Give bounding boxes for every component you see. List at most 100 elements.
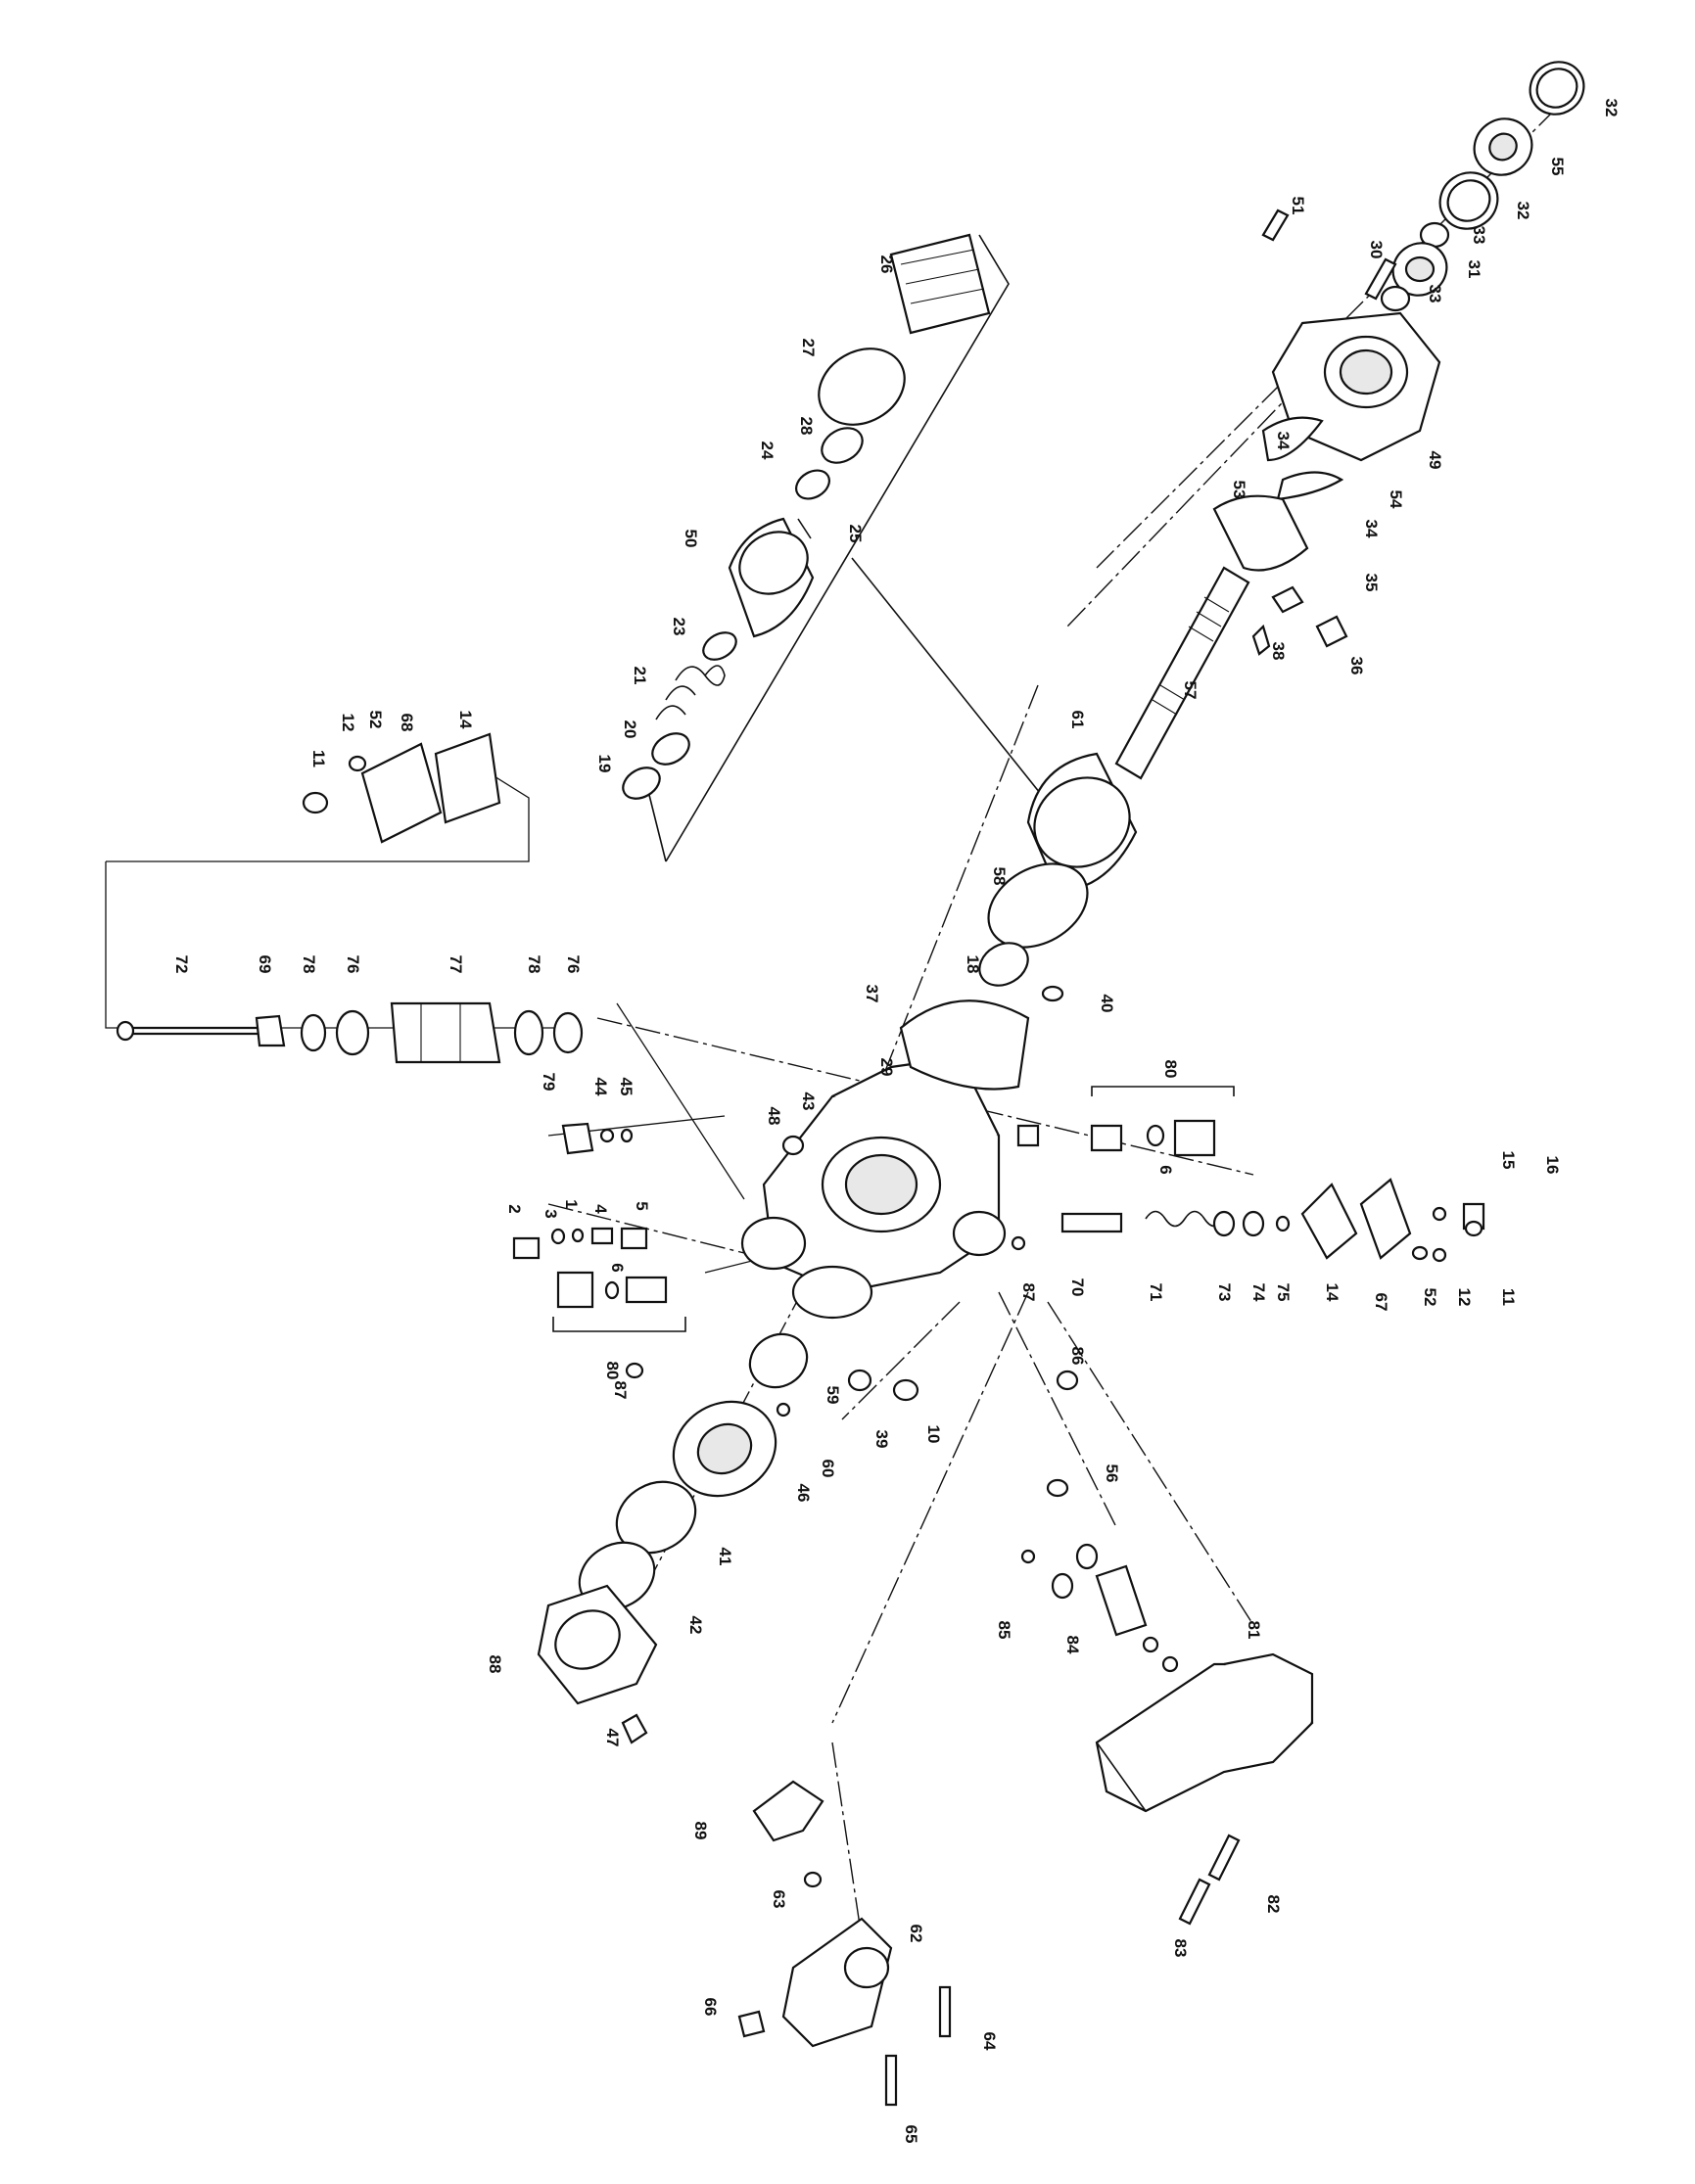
callout-24: 24 [758, 441, 777, 460]
callout-12: 12 [339, 714, 357, 732]
callout-4: 4 [591, 1204, 610, 1214]
callout-84: 84 [1063, 1636, 1082, 1654]
callout-10: 10 [924, 1425, 943, 1444]
callout-40: 40 [1098, 995, 1116, 1013]
callout-77: 77 [447, 955, 465, 974]
callout-15: 15 [1499, 1151, 1518, 1170]
callout-labels: 3255323331333051495434345335363857612627… [172, 99, 1621, 2144]
callout-11: 11 [309, 750, 328, 767]
callout-37: 37 [863, 985, 881, 1003]
callout-78: 78 [300, 955, 318, 974]
callout-58: 58 [990, 867, 1009, 886]
callout-43: 43 [799, 1092, 818, 1111]
callout-6: 6 [1156, 1165, 1175, 1174]
callout-52: 52 [366, 711, 385, 729]
control-valve-group [1020, 1478, 1314, 1926]
callout-80: 80 [603, 1362, 622, 1380]
callout-66: 66 [701, 1998, 720, 2017]
rotating-group-boundary [645, 234, 1049, 862]
callout-50: 50 [682, 530, 700, 548]
callout-46: 46 [794, 1484, 813, 1503]
callout-86: 86 [1068, 1347, 1087, 1366]
callout-63: 63 [770, 1890, 788, 1909]
callout-75: 75 [1274, 1283, 1293, 1302]
callout-32: 32 [1602, 99, 1621, 117]
callout-80: 80 [1161, 1060, 1180, 1079]
callout-41: 41 [716, 1548, 734, 1566]
callout-49: 49 [1426, 451, 1444, 470]
callout-87: 87 [611, 1381, 630, 1400]
callout-62: 62 [907, 1925, 925, 1943]
callout-57: 57 [1181, 681, 1200, 700]
callout-33: 33 [1426, 285, 1444, 303]
callout-53: 53 [1230, 481, 1248, 499]
callout-56: 56 [1103, 1464, 1121, 1483]
callout-68: 68 [398, 714, 416, 732]
callout-6: 6 [608, 1263, 627, 1272]
callout-39: 39 [872, 1430, 891, 1449]
callout-36: 36 [1347, 657, 1366, 675]
callout-30: 30 [1367, 241, 1386, 259]
callout-47: 47 [603, 1729, 622, 1747]
callout-20: 20 [621, 720, 639, 739]
callout-28: 28 [797, 417, 816, 436]
main-housing [512, 999, 1485, 1744]
callout-33: 33 [1470, 226, 1488, 245]
callout-25: 25 [846, 525, 865, 543]
callout-12: 12 [1455, 1288, 1474, 1307]
shaft-bearing-group [1114, 61, 1585, 780]
callout-81: 81 [1245, 1621, 1263, 1640]
callout-54: 54 [1387, 490, 1405, 509]
callout-79: 79 [540, 1073, 558, 1092]
callout-82: 82 [1264, 1895, 1283, 1914]
callout-61: 61 [1068, 711, 1087, 729]
callout-55: 55 [1548, 158, 1567, 176]
callout-26: 26 [877, 256, 896, 274]
callout-27: 27 [799, 339, 818, 357]
callout-60: 60 [819, 1460, 837, 1478]
callout-87: 87 [1019, 1283, 1038, 1302]
callout-34: 34 [1362, 520, 1381, 538]
callout-70: 70 [1068, 1278, 1087, 1297]
callout-42: 42 [686, 1616, 705, 1635]
callout-52: 52 [1421, 1288, 1439, 1307]
lower-control-group [737, 1780, 952, 2107]
callout-5: 5 [633, 1201, 651, 1210]
callout-76: 76 [564, 955, 583, 974]
callout-69: 69 [256, 955, 274, 974]
callout-16: 16 [1543, 1156, 1562, 1175]
callout-3: 3 [541, 1209, 560, 1218]
callout-48: 48 [765, 1107, 783, 1126]
callout-2: 2 [505, 1204, 524, 1213]
callout-85: 85 [995, 1621, 1013, 1640]
callout-64: 64 [980, 2032, 999, 2051]
callout-88: 88 [486, 1655, 504, 1674]
callout-78: 78 [525, 955, 543, 974]
callout-21: 21 [631, 667, 649, 685]
callout-11: 11 [1499, 1288, 1518, 1306]
callout-76: 76 [344, 955, 362, 974]
callout-83: 83 [1171, 1939, 1190, 1958]
callout-32: 32 [1514, 202, 1532, 220]
callout-67: 67 [1372, 1293, 1390, 1312]
callout-14: 14 [1323, 1283, 1342, 1302]
callout-38: 38 [1269, 642, 1288, 661]
callout-29: 29 [877, 1058, 896, 1077]
callout-72: 72 [172, 955, 191, 974]
callout-1: 1 [562, 1199, 581, 1208]
callout-18: 18 [964, 955, 982, 974]
callout-65: 65 [902, 2125, 920, 2144]
callout-23: 23 [670, 618, 688, 636]
callout-34: 34 [1274, 432, 1293, 450]
callout-14: 14 [456, 711, 475, 729]
callout-45: 45 [617, 1078, 636, 1096]
callout-51: 51 [1289, 197, 1307, 215]
callout-31: 31 [1465, 260, 1483, 279]
callout-59: 59 [824, 1386, 842, 1405]
callout-73: 73 [1215, 1283, 1234, 1302]
cylinder-piston-group [622, 233, 1138, 1002]
callout-71: 71 [1147, 1283, 1165, 1302]
callout-44: 44 [591, 1078, 610, 1096]
end-cover-group [116, 732, 584, 1064]
